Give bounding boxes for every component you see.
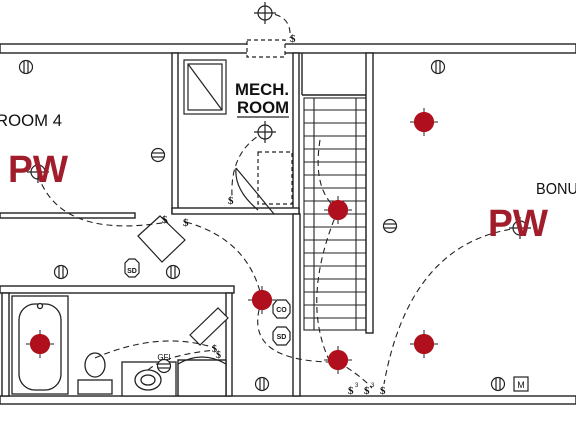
co-detector-icon: CO [272,299,291,319]
sd-label: SD [127,268,137,275]
switches: $ $ $ $ $ $ $ $ $ 3 3 [162,33,386,397]
switch-icon: $ [212,344,217,355]
smoke-detector-icon: SD [124,258,140,278]
switch-icon: $ [183,217,189,229]
exterior-box [246,39,286,58]
staircase [303,97,367,331]
walls [0,43,576,405]
three-way-switch-icon: $ [348,385,354,397]
gfi-outlet-icon: GFI [156,353,172,374]
smoke-detector-icon: SD [272,326,291,346]
sd-label: SD [277,334,287,341]
switch-icon: $ [228,195,234,207]
doors [137,167,275,365]
toilet [77,352,113,395]
three-way-mark: 3 [355,383,359,389]
pw-label-right: PW [488,203,548,245]
switch-icon: $ [162,214,168,226]
switch-icon: $ [290,33,296,45]
three-way-mark: 3 [371,383,375,389]
meter-label: M [517,380,525,390]
three-way-switch-icon: $ [364,385,370,397]
switch-icon: $ [216,350,221,361]
gfi-label: GFI [157,353,170,362]
meter-icon: M [513,376,529,392]
switch-icon: $ [380,385,386,397]
bonus-label: BONU [536,181,576,198]
co-label: CO [276,307,287,314]
mech-label-line1: MECH. [235,80,289,99]
wiring [37,12,521,389]
mech-label-line2: ROOM [237,98,289,117]
furnace-box [257,151,293,205]
water-heater-box [183,59,227,115]
pw-label-left: PW [8,149,68,191]
room4-label: ROOM 4 [0,111,62,130]
